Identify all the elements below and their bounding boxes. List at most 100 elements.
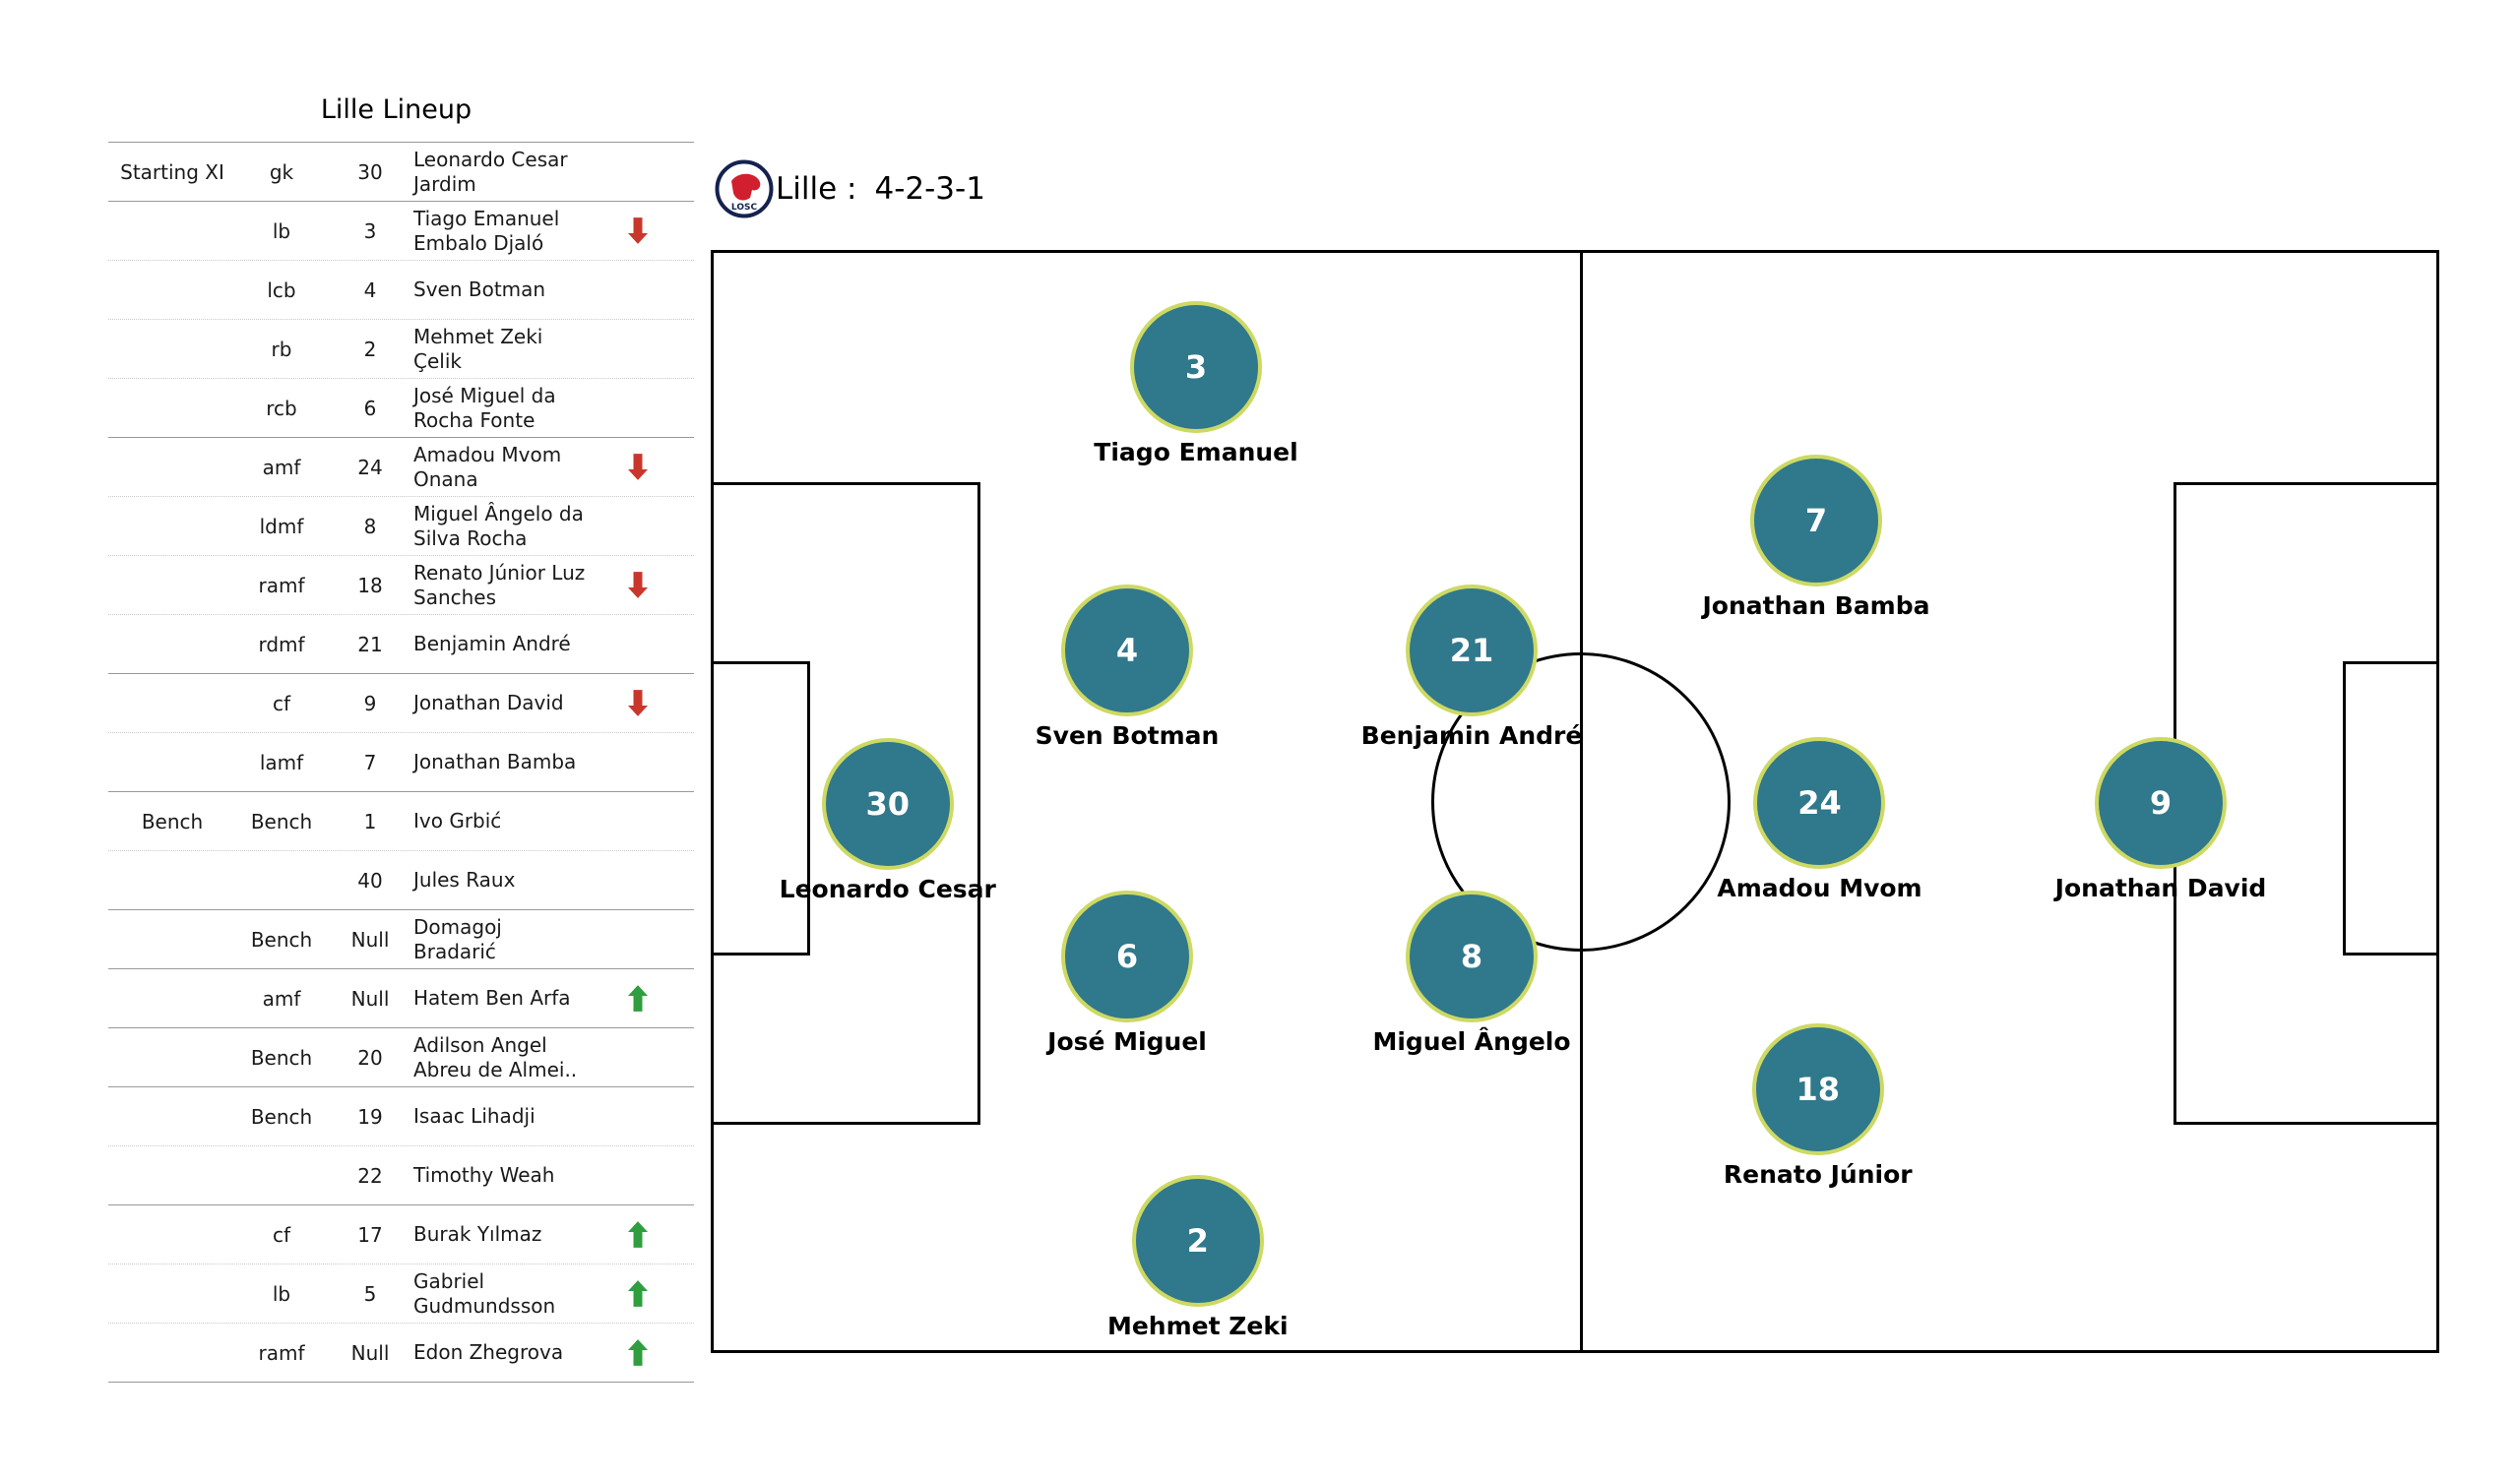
player-number: 18 — [1796, 1070, 1841, 1108]
table-row: lamf 7 Jonathan Bamba — [108, 733, 694, 792]
table-row: lb 5 Gabriel Gudmundsson — [108, 1264, 694, 1324]
row-number: 40 — [357, 868, 383, 893]
sub-in-arrow-icon — [628, 1221, 648, 1248]
row-position: lcb — [267, 278, 296, 302]
row-number: Null — [350, 927, 390, 952]
row-position: ramf — [258, 573, 305, 597]
row-player-name: José Miguel da Rocha Fonte — [413, 384, 556, 432]
table-row: amf 24 Amadou Mvom Onana — [108, 438, 694, 497]
row-number: 22 — [357, 1163, 383, 1188]
player-number: 2 — [1186, 1221, 1209, 1260]
row-position: Bench — [250, 1045, 313, 1070]
row-position: cf — [272, 1222, 291, 1247]
row-position: Bench — [250, 1104, 313, 1129]
row-number: 24 — [357, 455, 383, 479]
row-player-name: Hatem Ben Arfa — [413, 986, 571, 1011]
row-player-name: Ivo Grbić — [413, 809, 502, 833]
player-number: 6 — [1115, 937, 1139, 975]
player-name-label: Tiago Emanuel — [1094, 437, 1298, 466]
player-name-label: Benjamin André — [1360, 720, 1583, 750]
row-position: rb — [271, 337, 292, 361]
row-arrow-cell — [589, 985, 687, 1012]
team-name-label: Lille : — [776, 171, 857, 207]
player-marker: 4 — [1061, 584, 1193, 716]
row-position: Bench — [250, 927, 313, 952]
table-row: lcb 4 Sven Botman — [108, 261, 694, 320]
row-player-name: Sven Botman — [413, 278, 546, 302]
table-row: 40 Jules Raux — [108, 851, 694, 910]
table-row: Starting XI gk 30 Leonardo Cesar Jardim — [108, 143, 694, 202]
row-number: 20 — [357, 1045, 383, 1070]
row-player-name: Jonathan David — [413, 691, 564, 715]
row-number: 18 — [357, 573, 383, 597]
table-row: rcb 6 José Miguel da Rocha Fonte — [108, 379, 694, 438]
sub-in-arrow-icon — [628, 985, 648, 1012]
pitch-header: LOSC Lille :4-2-3-1 — [715, 157, 985, 220]
sub-in-arrow-icon — [628, 1280, 648, 1307]
row-number: 9 — [363, 691, 377, 715]
row-arrow-cell — [589, 454, 687, 480]
row-arrow-cell — [589, 1280, 687, 1307]
penalty-area-left — [714, 482, 980, 1125]
sub-in-arrow-icon — [628, 1339, 648, 1366]
sub-out-arrow-icon — [628, 572, 648, 598]
row-number: 19 — [357, 1104, 383, 1129]
row-player-name: Burak Yılmaz — [413, 1222, 542, 1247]
player-name-label: José Miguel — [1047, 1026, 1207, 1056]
table-row: Bench Null Domagoj Bradarić — [108, 910, 694, 969]
player-marker: 7 — [1750, 455, 1882, 587]
row-arrow-cell — [589, 217, 687, 244]
row-position: rdmf — [258, 632, 305, 656]
row-number: 7 — [363, 750, 377, 774]
row-arrow-cell — [589, 572, 687, 598]
player-marker: 24 — [1753, 736, 1886, 869]
table-row: lb 3 Tiago Emanuel Embalo Djaló — [108, 202, 694, 261]
player-name-label: Renato Júnior — [1723, 1159, 1913, 1189]
row-number: 3 — [363, 218, 377, 243]
center-circle — [1431, 651, 1732, 952]
lille-crest-icon: LOSC — [715, 159, 774, 218]
player-name-label: Mehmet Zeki — [1106, 1311, 1289, 1340]
player-marker: 3 — [1130, 300, 1262, 433]
row-number: 8 — [363, 514, 377, 538]
table-row: rb 2 Mehmet Zeki Çelik — [108, 320, 694, 379]
row-player-name: Isaac Lihadji — [413, 1104, 536, 1129]
player-marker: 18 — [1751, 1022, 1884, 1155]
row-player-name: Leonardo Cesar Jardim — [413, 148, 568, 196]
row-position: rcb — [266, 396, 297, 420]
player-number: 30 — [865, 784, 911, 823]
player-marker: 6 — [1061, 890, 1193, 1022]
row-player-name: Tiago Emanuel Embalo Djaló — [413, 207, 560, 255]
player-number: 3 — [1184, 347, 1208, 386]
player-name-label: Miguel Ângelo — [1372, 1026, 1571, 1056]
row-number: 5 — [363, 1281, 377, 1306]
row-player-name: Benjamin André — [413, 632, 571, 656]
row-arrow-cell — [589, 690, 687, 716]
row-number: Null — [350, 1340, 390, 1365]
player-number: 9 — [2149, 783, 2173, 822]
player-marker: 8 — [1406, 890, 1538, 1022]
table-row: Bench 20 Adilson Angel Abreu de Almei.. — [108, 1028, 694, 1087]
row-position: Bench — [250, 809, 313, 833]
row-arrow-cell — [589, 1339, 687, 1366]
row-player-name: Timothy Weah — [413, 1163, 555, 1188]
sub-out-arrow-icon — [628, 690, 648, 716]
player-marker: 2 — [1131, 1174, 1264, 1307]
row-player-name: Adilson Angel Abreu de Almei.. — [413, 1033, 578, 1081]
table-title: Lille Lineup — [320, 94, 472, 125]
goal-area-left — [714, 661, 810, 956]
table-row: cf 17 Burak Yılmaz — [108, 1205, 694, 1264]
row-number: 17 — [357, 1222, 383, 1247]
row-arrow-cell — [589, 1221, 687, 1248]
row-player-name: Domagoj Bradarić — [413, 915, 502, 963]
row-number: 1 — [363, 809, 377, 833]
table-row: cf 9 Jonathan David — [108, 674, 694, 733]
row-position: lamf — [259, 750, 304, 774]
player-number: 21 — [1449, 631, 1494, 669]
row-position: cf — [272, 691, 291, 715]
row-number: 21 — [357, 632, 383, 656]
player-number: 7 — [1804, 502, 1828, 540]
player-name-label: Leonardo Cesar — [779, 874, 996, 903]
player-name-label: Amadou Mvom — [1717, 873, 1922, 902]
